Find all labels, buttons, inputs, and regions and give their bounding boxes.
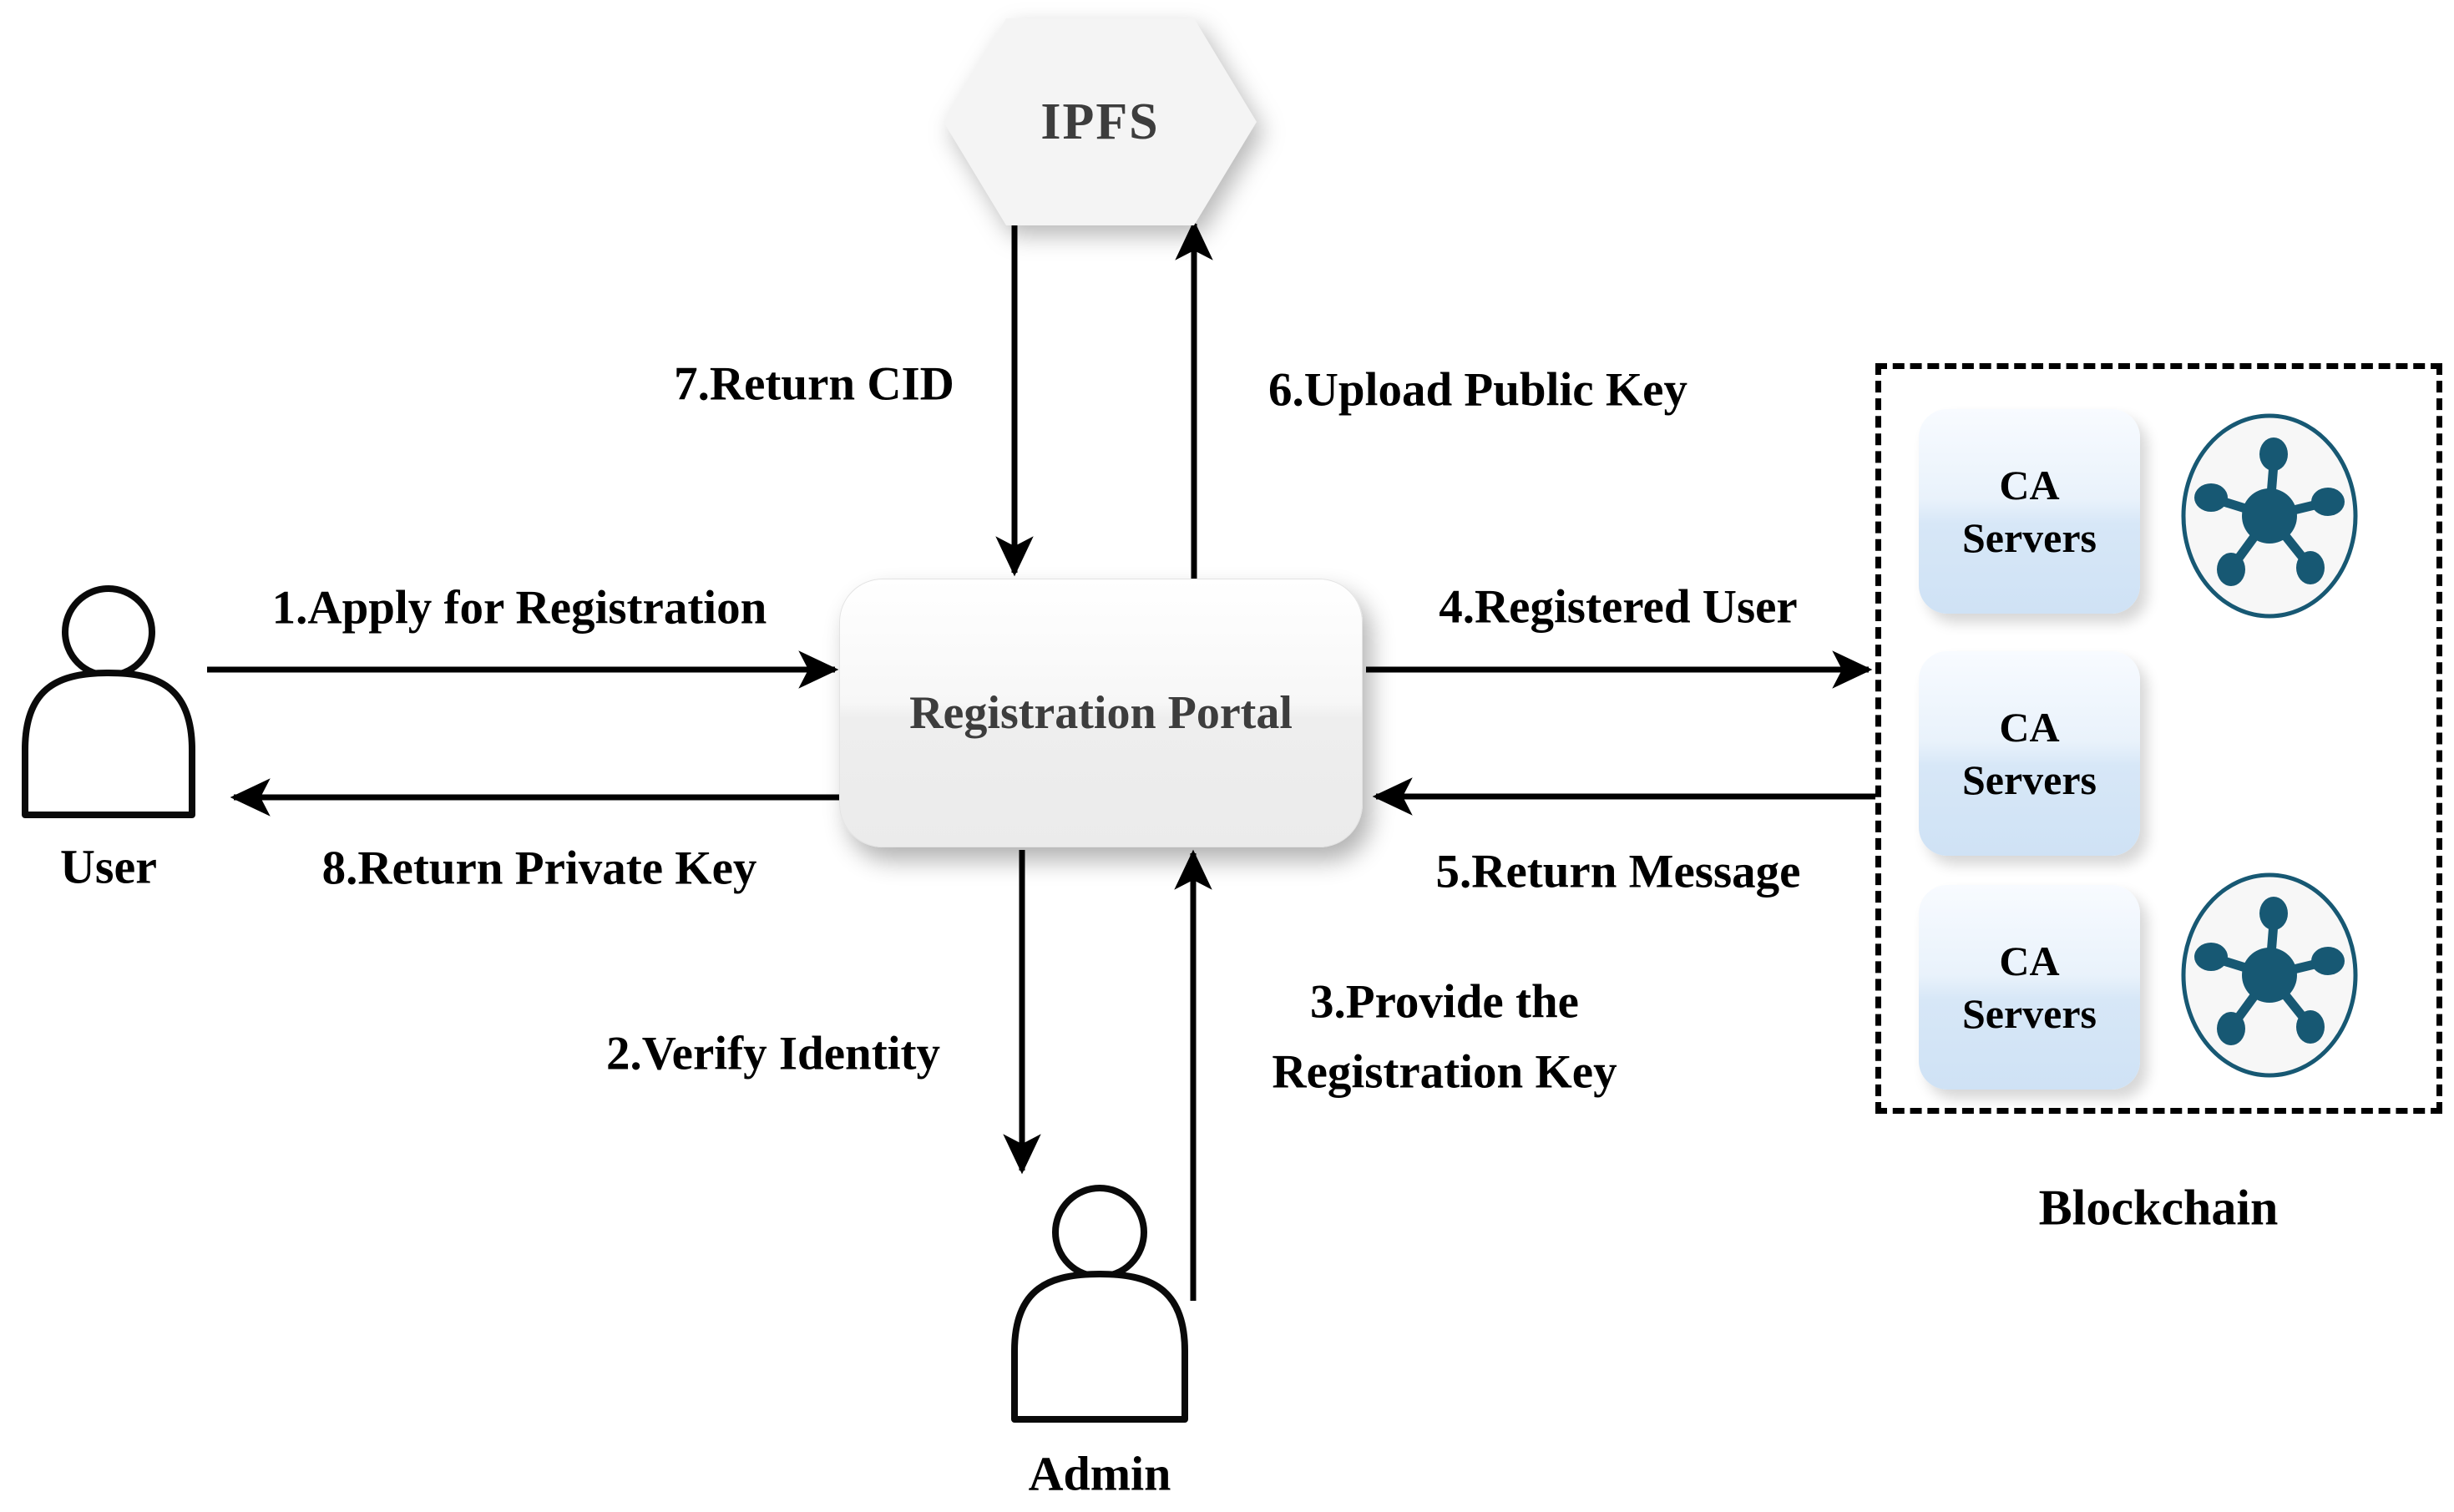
ca-label-line1: CA: [1999, 461, 2060, 508]
edge-label-2: 2.Verify Identity: [605, 1027, 941, 1080]
ca-label-line2: Servers: [1961, 989, 2097, 1037]
registration-portal-label: Registration Portal: [909, 687, 1293, 739]
blockchain-container: [1875, 363, 2442, 1114]
user-person-icon: [22, 585, 195, 818]
ca-server-node: CA Servers: [1919, 651, 2140, 856]
ca-label-line1: CA: [1999, 937, 2060, 984]
registration-portal-node: Registration Portal: [839, 579, 1363, 847]
ca-server-node: CA Servers: [1919, 885, 2140, 1090]
edge-label-5: 5.Return Message: [1435, 845, 1801, 898]
edge-label-3-line2: Registration Key: [1272, 1046, 1617, 1099]
edge-label-1: 1.Apply for Registration: [271, 581, 767, 635]
edge-label-3-line1: 3.Provide the: [1310, 975, 1579, 1029]
ipfs-label: IPFS: [1040, 93, 1160, 150]
hexagon-shape: IPFS: [944, 18, 1257, 225]
admin-label: Admin: [1028, 1446, 1171, 1501]
edge-label-7: 7.Return CID: [674, 357, 954, 411]
ca-server-node: CA Servers: [1919, 409, 2140, 614]
ca-label-line1: CA: [1999, 703, 2060, 751]
edge-label-8: 8.Return Private Key: [321, 842, 757, 895]
blockchain-label: Blockchain: [2038, 1180, 2279, 1236]
user-label: User: [60, 839, 157, 894]
ipfs-node: IPFS: [944, 18, 1257, 225]
ca-label-line2: Servers: [1961, 756, 2097, 803]
admin-person-icon: [1011, 1185, 1188, 1423]
edge-label-3: 3.Provide the Registration Key: [1272, 968, 1617, 1109]
edge-label-4: 4.Registered User: [1439, 580, 1798, 634]
ca-label-line2: Servers: [1961, 513, 2097, 561]
edge-label-6: 6.Upload Public Key: [1268, 363, 1687, 417]
